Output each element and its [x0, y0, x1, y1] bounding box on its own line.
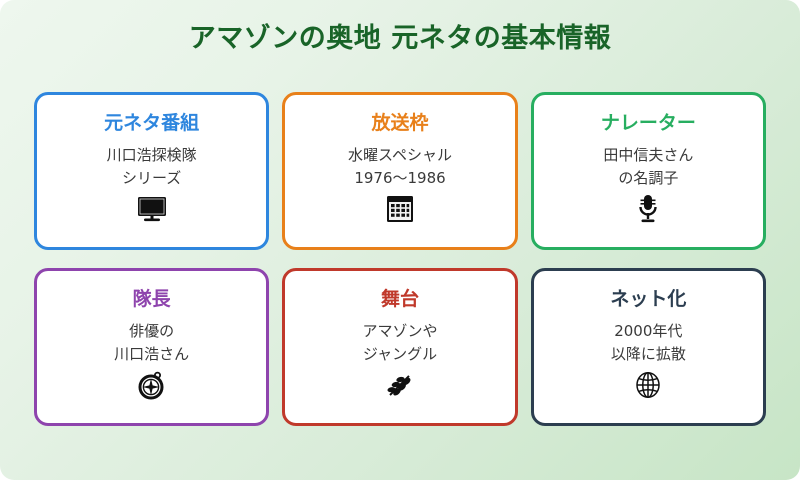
card-title: 放送枠 [371, 112, 429, 134]
info-card-moto-neta-bangumi[interactable]: 元ネタ番組 川口浩探検隊 シリーズ [34, 92, 270, 250]
card-body-line-2: 以降に拡散 [610, 345, 686, 363]
info-card-grid: 元ネタ番組 川口浩探検隊 シリーズ 放送枠 水曜スペシャル 1976〜1986 [34, 92, 766, 426]
card-body-line-2: 1976〜1986 [354, 169, 446, 187]
card-title: ナレーター [600, 112, 696, 134]
card-body-line-1: 俳優の [129, 322, 175, 340]
card-body: 水曜スペシャル 1976〜1986 [348, 144, 452, 190]
info-card-butai[interactable]: 舞台 アマゾンや ジャングル [282, 268, 518, 426]
card-body: 2000年代 以降に拡散 [611, 320, 686, 366]
info-card-narrator[interactable]: ナレーター 田中信夫さん の名調子 [530, 92, 766, 250]
info-card-taichou[interactable]: 隊長 俳優の 川口浩さん [34, 268, 270, 426]
info-card-netto-ka[interactable]: ネット化 2000年代 以降に拡散 [530, 268, 766, 426]
card-title: 元ネタ番組 [104, 112, 200, 134]
card-body-line-1: アマゾンや [362, 322, 438, 340]
card-title: ネット化 [610, 288, 687, 310]
info-card-housou-waku[interactable]: 放送枠 水曜スペシャル 1976〜1986 [282, 92, 518, 250]
card-body: 俳優の 川口浩さん [114, 320, 189, 366]
microphone-icon [633, 194, 663, 224]
compass-icon [137, 370, 167, 400]
card-body-line-2: ジャングル [362, 345, 438, 363]
card-body-line-2: 川口浩さん [114, 345, 190, 363]
television-icon [137, 194, 167, 224]
card-body: 川口浩探検隊 シリーズ [107, 144, 197, 190]
card-body-line-1: 水曜スペシャル [348, 146, 452, 164]
card-title: 隊長 [132, 288, 171, 310]
card-body: アマゾンや ジャングル [362, 320, 437, 366]
card-body-line-1: 川口浩探検隊 [106, 146, 197, 164]
card-body-line-2: の名調子 [618, 169, 679, 187]
card-title: 舞台 [380, 288, 419, 310]
herb-icon [385, 370, 415, 400]
card-body-line-1: 田中信夫さん [603, 146, 694, 164]
page-title: アマゾンの奥地 元ネタの基本情報 [188, 23, 612, 54]
card-body: 田中信夫さん の名調子 [603, 144, 693, 190]
calendar-icon [385, 194, 415, 224]
card-body-line-1: 2000年代 [614, 322, 683, 340]
card-body-line-2: シリーズ [122, 169, 182, 187]
globe-icon [633, 370, 663, 400]
